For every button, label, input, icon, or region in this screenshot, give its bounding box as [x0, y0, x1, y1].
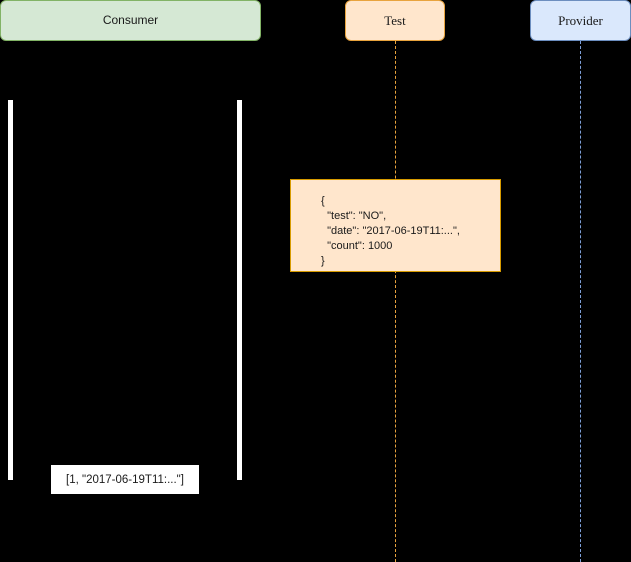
participant-provider[interactable]: Provider [530, 0, 631, 41]
participant-test-label: Test [384, 12, 406, 28]
note-result-text: [1, "2017-06-19T11:..."] [66, 473, 184, 486]
note-result: [1, "2017-06-19T11:..."] [50, 464, 200, 495]
activation-bar-right [237, 100, 242, 480]
note-json-payload: { "test": "NO", "date": "2017-06-19T11:.… [290, 179, 501, 272]
participant-test[interactable]: Test [345, 0, 445, 41]
lifeline-provider [580, 41, 581, 562]
participant-consumer[interactable]: Consumer [0, 0, 261, 41]
note-json-payload-text: { "test": "NO", "date": "2017-06-19T11:.… [321, 195, 460, 267]
lifeline-test [395, 41, 396, 562]
activation-bar-left [8, 100, 13, 480]
participant-consumer-label: Consumer [102, 13, 159, 28]
participant-provider-label: Provider [558, 12, 603, 28]
